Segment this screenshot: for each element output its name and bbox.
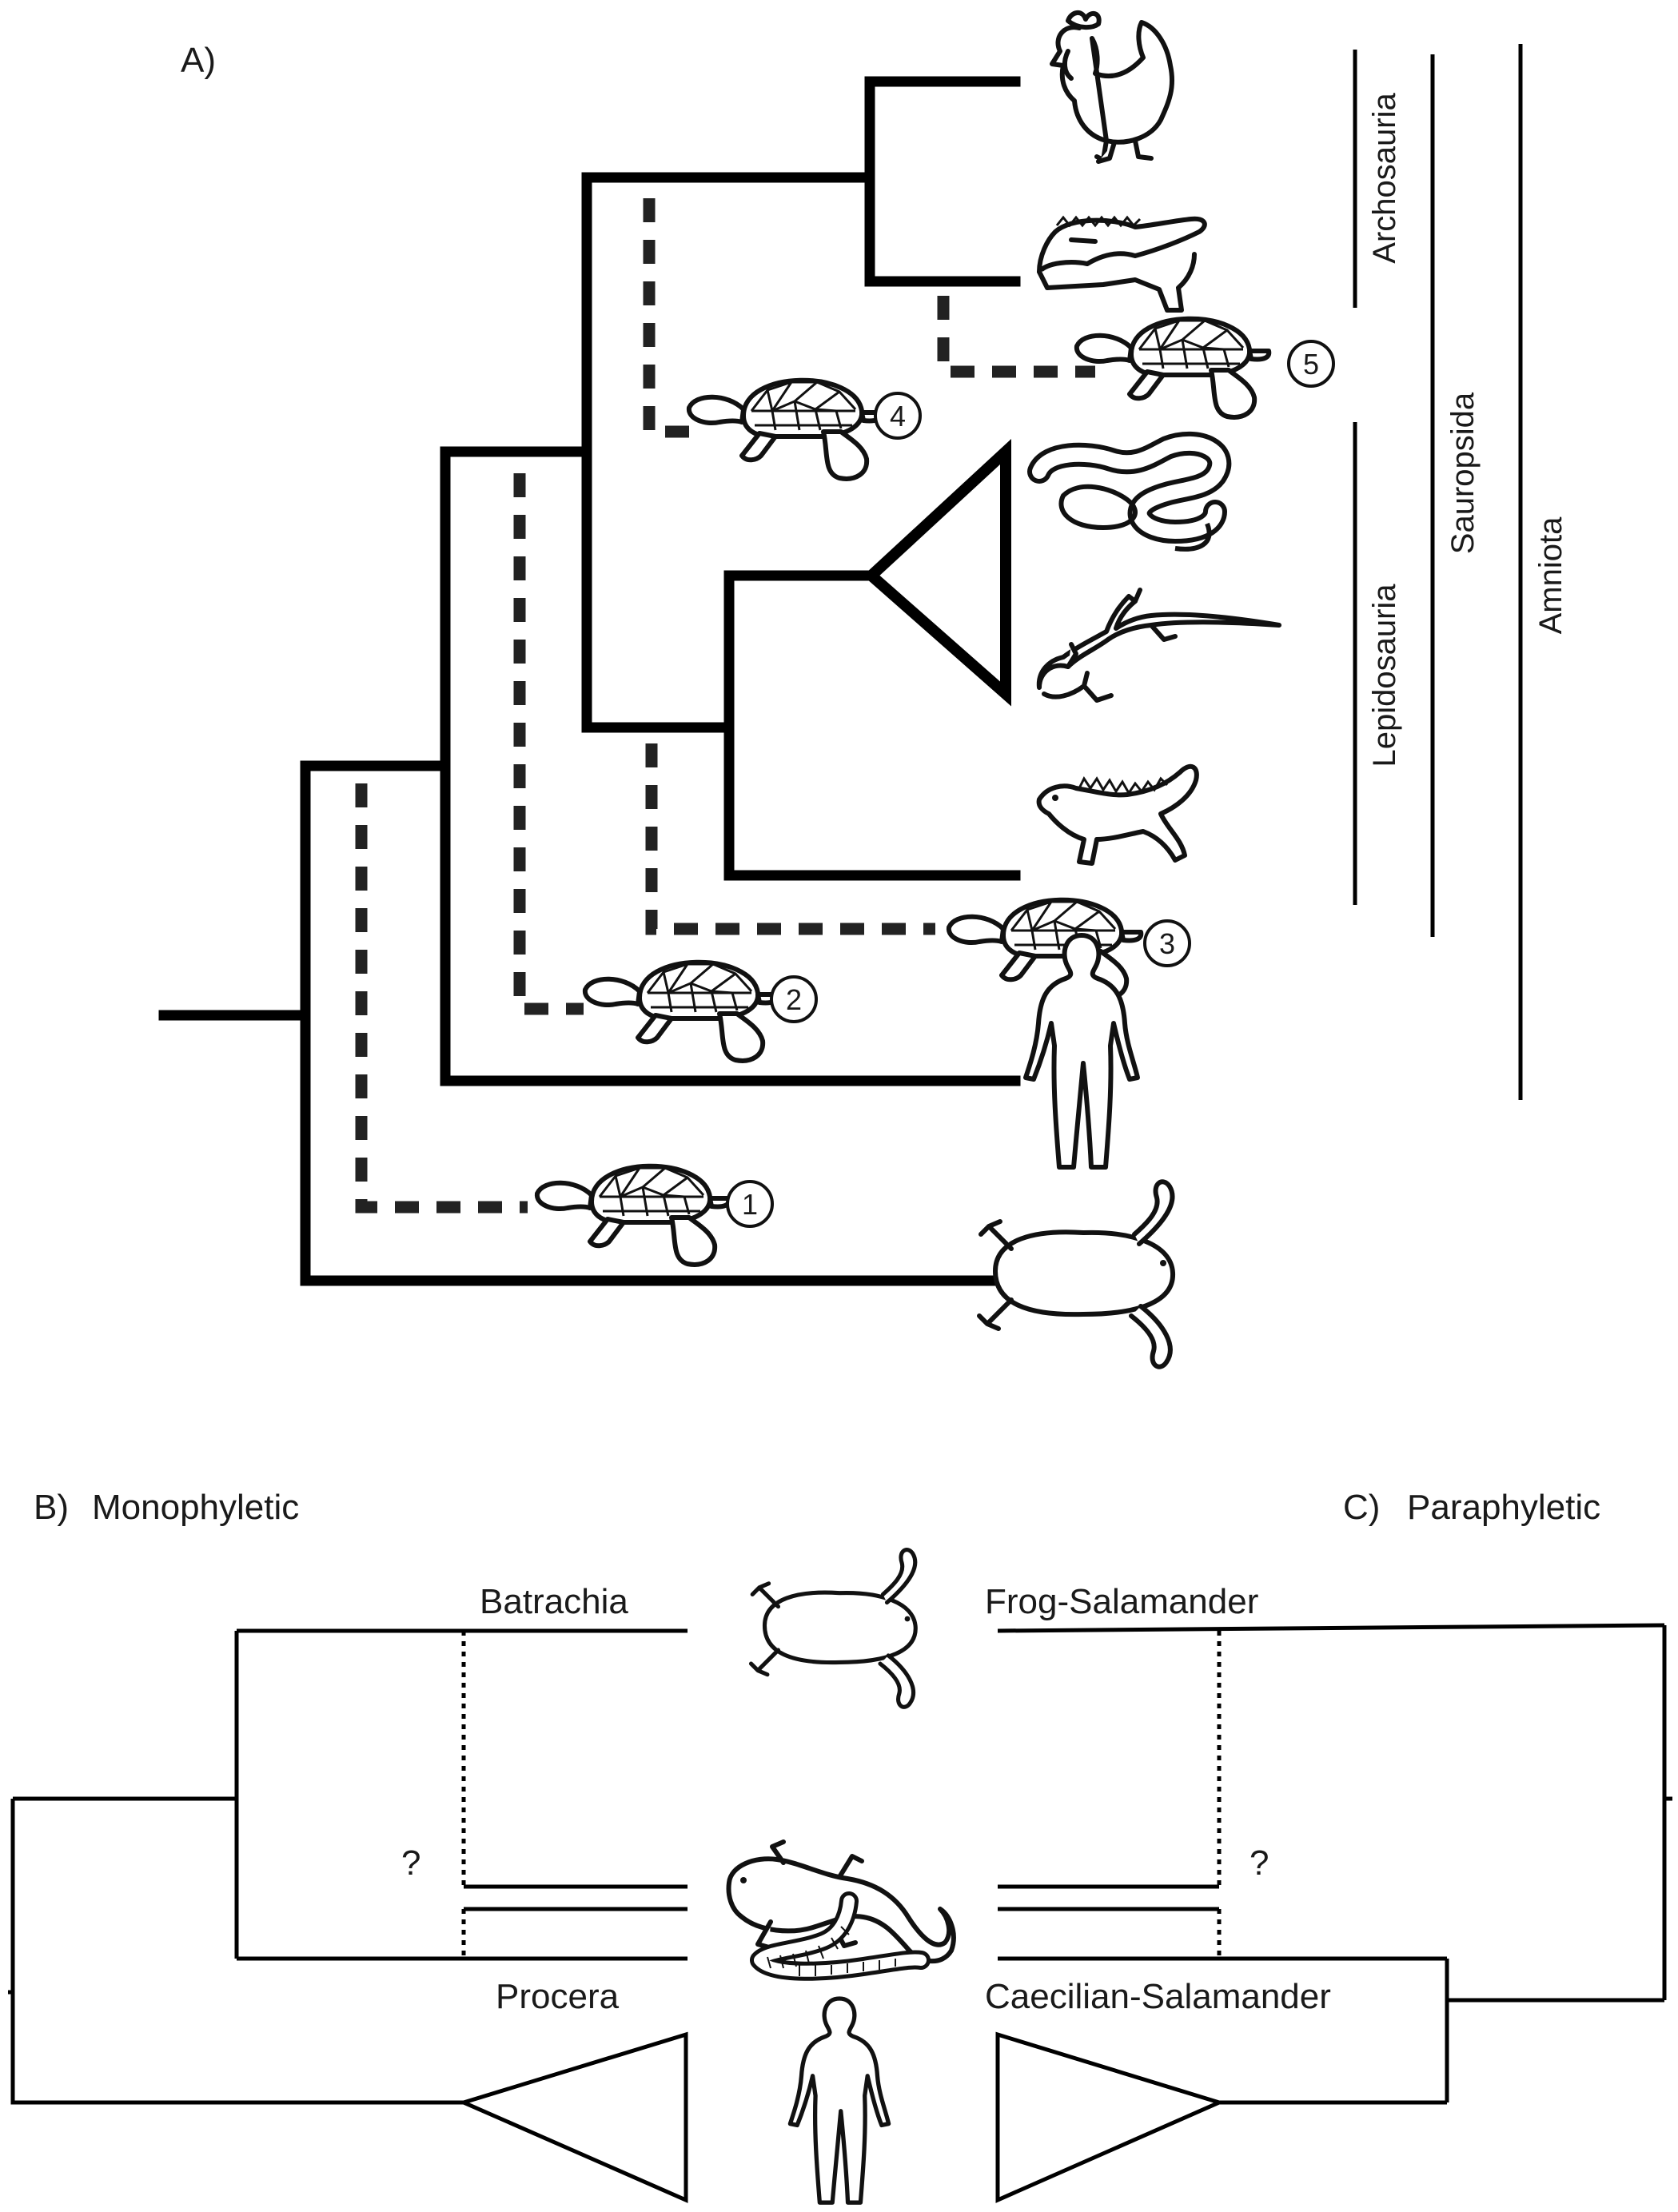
turtle-icon — [1077, 319, 1269, 417]
number-circle — [726, 1180, 774, 1228]
number-circle — [874, 392, 922, 440]
panel-c-tree — [995, 1623, 1672, 2203]
turtle-icon — [585, 963, 777, 1061]
clade-label-lepidosauria: Lepidosauria — [1367, 584, 1402, 767]
turtle-icon — [949, 900, 1141, 998]
turtle-position-3: 3 — [949, 900, 1191, 998]
turtle-position-4: 4 — [689, 381, 922, 479]
clade-label-amniota: Amniota — [1533, 516, 1568, 634]
number-circle — [770, 975, 818, 1023]
panel-b-title: Monophyletic — [92, 1488, 299, 1527]
lizard-icon — [1036, 588, 1281, 703]
outgroup-triangle — [995, 2031, 1226, 2203]
outgroup-triangle — [457, 2031, 688, 2203]
panel-b-label: B) — [34, 1488, 69, 1527]
panel-c-bottom-label: Caecilian-Salamander — [985, 1977, 1331, 2016]
turtle-icon — [537, 1166, 729, 1265]
number-circle — [1287, 340, 1335, 388]
turtle-position-label: 2 — [786, 983, 802, 1016]
panel-b: B) Monophyletic Batrachia Procera ? — [8, 1488, 688, 2203]
clade-label-sauropsida: Sauropsida — [1445, 392, 1481, 554]
turtle-position-label: 5 — [1303, 348, 1319, 381]
panel-a-tree — [158, 76, 1021, 1286]
human-icon — [790, 1999, 888, 2202]
number-circle — [1143, 919, 1191, 967]
turtle-position-2: 2 — [585, 963, 818, 1061]
clade-label-archosauria: Archosauria — [1367, 93, 1402, 264]
crocodile-icon — [1037, 215, 1207, 313]
turtle-position-1: 1 — [537, 1166, 774, 1265]
turtle-position-label: 1 — [742, 1188, 758, 1221]
caecilian-icon — [750, 1891, 931, 1981]
frog-icon — [979, 1182, 1173, 1366]
panel-c: C) Paraphyletic Frog-Salamander Caecilia… — [985, 1488, 1672, 2203]
turtle-position-paths — [355, 198, 1095, 1214]
chicken-icon — [1050, 10, 1175, 164]
turtle-position-5: 5 — [1077, 319, 1335, 417]
snake-icon — [1027, 431, 1232, 552]
panel-c-label: C) — [1343, 1488, 1380, 1527]
panel-a: A) — [158, 10, 1568, 1367]
frog-icon — [751, 1550, 916, 1708]
panel-b-tree — [8, 1628, 688, 2203]
panel-b-uncertain-label: ? — [401, 1843, 420, 1883]
panel-c-top-label: Frog-Salamander — [985, 1582, 1258, 1621]
panel-b-top-label: Batrachia — [480, 1582, 628, 1621]
panel-c-title: Paraphyletic — [1407, 1488, 1600, 1527]
panel-b-bottom-label: Procera — [496, 1977, 620, 2016]
turtle-icon — [689, 381, 881, 479]
squamata-triangle — [863, 439, 1011, 707]
amphibian-silhouettes — [726, 1550, 956, 2203]
tuatara-icon — [1036, 763, 1199, 866]
turtle-position-label: 3 — [1159, 927, 1175, 960]
panel-a-label: A) — [181, 41, 216, 80]
clade-bars: Archosauria Lepidosauria Sauropsida Amni… — [1353, 44, 1568, 1100]
panel-c-uncertain-label: ? — [1250, 1843, 1269, 1883]
turtle-position-label: 4 — [890, 400, 906, 432]
